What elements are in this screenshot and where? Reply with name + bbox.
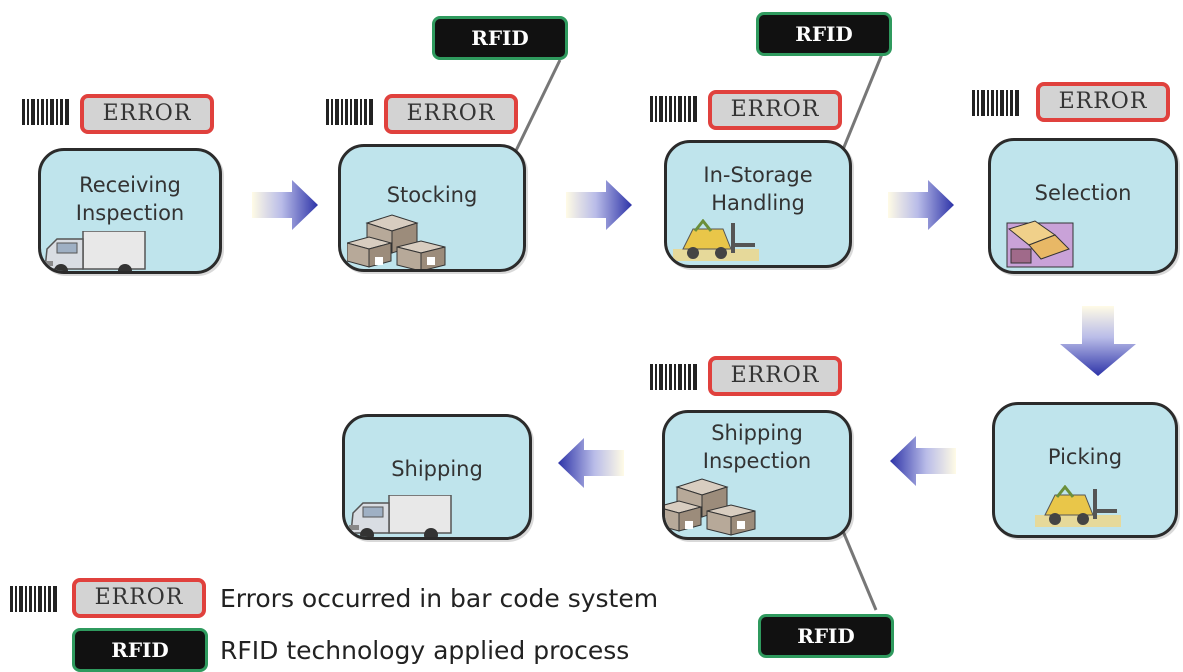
boxes-icon xyxy=(347,214,446,269)
process-picking: Picking xyxy=(992,402,1178,538)
barcode-icon xyxy=(22,99,69,125)
legend-rfid-badge: RFID xyxy=(72,628,208,672)
rfid-line-shipping-inspection xyxy=(838,523,878,611)
rfid-badge-shipping-inspection: RFID xyxy=(758,614,894,658)
process-shipping-inspection: Shipping Inspection xyxy=(662,410,852,540)
process-stocking: Stocking xyxy=(338,144,526,272)
arrow-down-icon xyxy=(1060,306,1136,376)
legend-error-text: Errors occurred in bar code system xyxy=(220,584,659,613)
barcode-icon xyxy=(650,96,697,122)
barcode-icon xyxy=(972,90,1019,116)
error-badge-shipping-inspection: ERROR xyxy=(708,356,842,396)
error-badge-in-storage: ERROR xyxy=(708,90,842,130)
process-receiving-inspection: Receiving Inspection xyxy=(38,148,222,274)
process-label: Picking xyxy=(1047,445,1123,469)
barcode-icon xyxy=(326,99,373,125)
process-label: Selection xyxy=(1034,181,1132,205)
process-in-storage-handling: In-Storage Handling xyxy=(664,140,852,268)
rfid-badge-in-storage: RFID xyxy=(756,12,892,56)
arrow-right-icon xyxy=(566,180,632,230)
arrow-left-icon xyxy=(558,438,624,488)
process-shipping: Shipping xyxy=(342,414,532,540)
forklift-icon xyxy=(673,219,761,263)
error-badge-receiving: ERROR xyxy=(80,94,214,134)
process-label: In-Storage Handling xyxy=(703,163,813,215)
legend-error-badge: ERROR xyxy=(72,578,206,618)
process-label: Shipping Inspection xyxy=(702,421,812,473)
legend-rfid-text: RFID technology applied process xyxy=(220,636,630,665)
truck-icon xyxy=(349,495,452,537)
process-label: Receiving Inspection xyxy=(75,173,185,225)
error-badge-selection: ERROR xyxy=(1036,82,1170,122)
arrow-right-icon xyxy=(888,180,954,230)
rfid-badge-stocking: RFID xyxy=(432,16,568,60)
rfid-line-stocking xyxy=(508,59,562,164)
process-label: Shipping xyxy=(391,457,483,481)
selection-boxes-icon xyxy=(1006,220,1074,268)
arrow-left-icon xyxy=(890,436,956,486)
arrow-right-icon xyxy=(252,180,318,230)
legend-barcode-icon xyxy=(10,586,57,612)
forklift-icon xyxy=(1035,485,1123,529)
process-selection: Selection xyxy=(988,138,1178,274)
boxes-icon xyxy=(665,478,756,536)
truck-icon xyxy=(43,231,146,271)
process-label: Stocking xyxy=(386,183,478,207)
rfid-line-in-storage xyxy=(840,53,884,153)
barcode-icon xyxy=(650,364,697,390)
error-badge-stocking: ERROR xyxy=(384,94,518,134)
